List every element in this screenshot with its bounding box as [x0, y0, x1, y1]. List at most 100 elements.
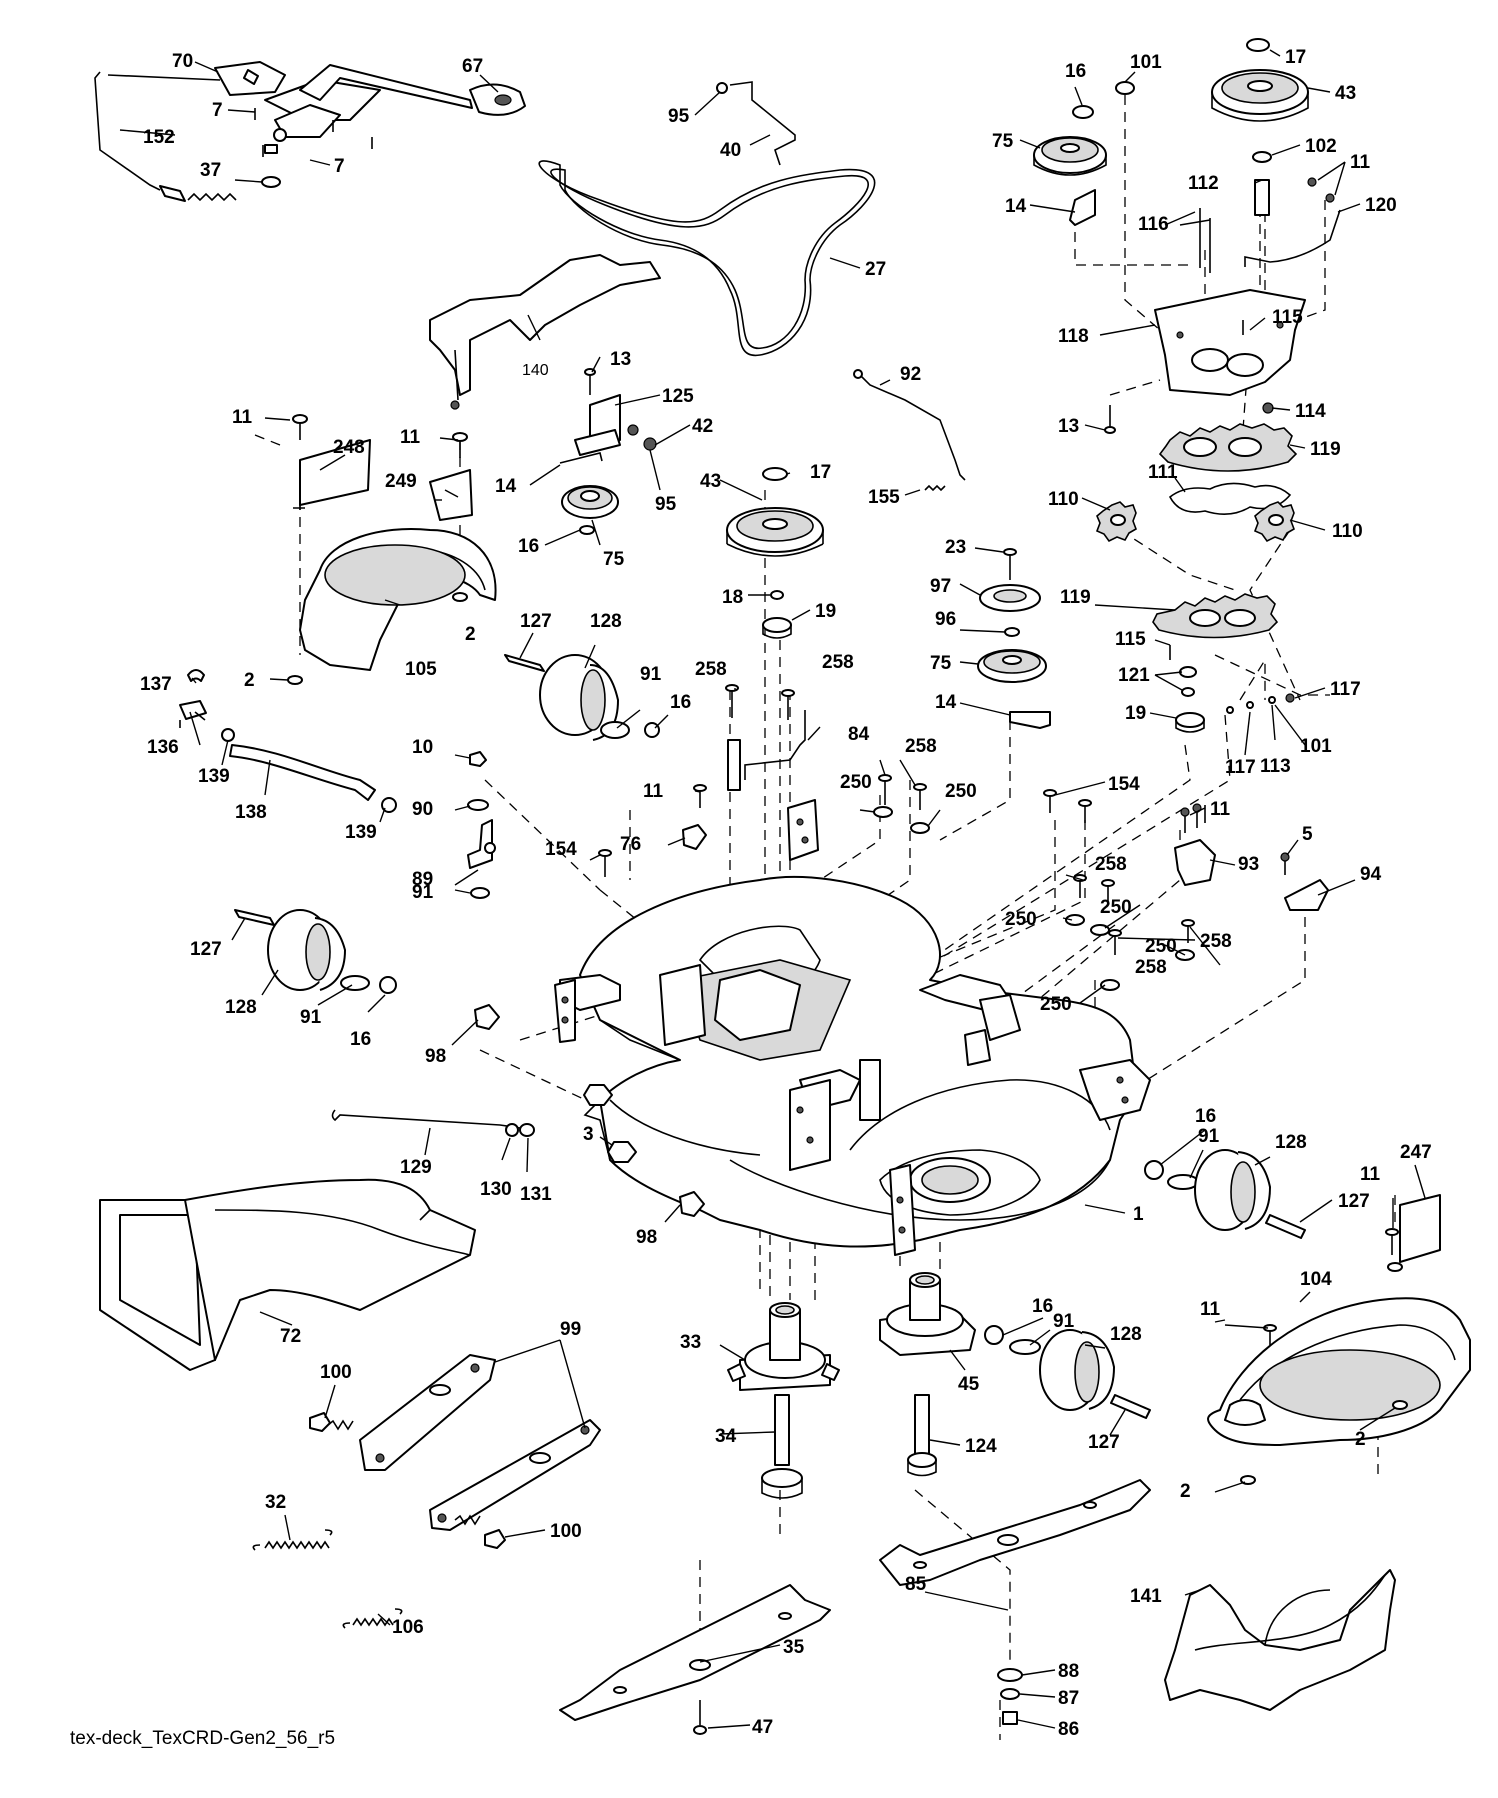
callout-7-b: 7 [334, 156, 345, 177]
callout-258-d: 258 [1095, 854, 1127, 875]
callout-91-a: 91 [640, 664, 662, 685]
callout-37: 37 [200, 160, 221, 181]
callout-99: 99 [560, 1319, 581, 1340]
callout-67: 67 [462, 56, 483, 77]
gearbox-plate-and-gears [1095, 289, 1306, 733]
callout-43-b: 43 [700, 471, 721, 492]
callout-250-d: 250 [1100, 897, 1132, 918]
callout-labels: 70 67 152 7 7 37 95 40 27 16 101 17 43 7… [140, 47, 1432, 1740]
gearbox-pulley-top-right [1033, 38, 1341, 273]
callout-140: 140 [522, 362, 549, 379]
callout-127-a: 127 [520, 611, 552, 632]
callout-2-b: 2 [244, 670, 255, 691]
callout-117-a: 117 [1330, 679, 1361, 700]
callout-119-a: 119 [1310, 439, 1341, 460]
callout-13-a: 13 [1058, 416, 1079, 437]
callout-101-b: 101 [1300, 736, 1332, 757]
callout-121: 121 [1118, 665, 1150, 686]
callout-258-c: 258 [905, 736, 937, 757]
callout-96: 96 [935, 609, 956, 630]
callout-13-b: 13 [610, 349, 631, 370]
callout-16-a: 16 [1065, 61, 1086, 82]
callout-125: 125 [662, 386, 694, 407]
callout-250-b: 250 [945, 781, 977, 802]
callout-89: 89 [412, 869, 433, 890]
callout-98-b: 98 [636, 1227, 657, 1248]
callout-139-a: 139 [198, 766, 230, 787]
callout-141: 141 [1130, 1586, 1162, 1607]
callout-7-a: 7 [212, 100, 223, 121]
deck-lift-linkage [94, 61, 526, 202]
callout-258-f: 258 [1135, 957, 1167, 978]
callout-33: 33 [680, 1332, 701, 1353]
callout-250-e: 250 [1145, 936, 1177, 957]
callout-19-b: 19 [815, 601, 836, 622]
callout-129: 129 [400, 1157, 432, 1178]
callout-76: 76 [620, 834, 641, 855]
callout-104: 104 [1300, 1269, 1332, 1290]
callout-84: 84 [848, 724, 870, 745]
callout-155: 155 [868, 487, 900, 508]
left-front-roller [234, 909, 397, 994]
center-pulley-stack [726, 467, 824, 639]
callout-11-e: 11 [1210, 799, 1231, 820]
callout-258-b: 258 [822, 652, 854, 673]
callout-16-c: 16 [670, 692, 691, 713]
callout-16-d: 16 [350, 1029, 371, 1050]
callout-11-g: 11 [1200, 1299, 1221, 1320]
callout-250-c: 250 [1005, 909, 1037, 930]
callout-11-c: 11 [400, 427, 421, 448]
callout-43-a: 43 [1335, 83, 1356, 104]
mower-deck-housing [554, 875, 1151, 1256]
discharge-chute [99, 1178, 476, 1371]
callout-119-b: 119 [1060, 587, 1091, 608]
callout-18: 18 [722, 587, 743, 608]
callout-102: 102 [1305, 136, 1337, 157]
callout-154-a: 154 [545, 839, 577, 860]
callout-42: 42 [692, 416, 713, 437]
callout-91-c: 91 [300, 1007, 322, 1028]
idler-assembly-center-left [559, 368, 657, 535]
blade-spindles [727, 1272, 976, 1499]
callout-11-d: 11 [643, 781, 664, 802]
callout-16-f: 16 [1032, 1296, 1053, 1317]
callout-120: 120 [1365, 195, 1397, 216]
drawing-reference-id: tex-deck_TexCRD-Gen2_56_r5 [70, 1728, 336, 1749]
callout-14-a: 14 [1005, 196, 1027, 217]
callout-111: 111 [1148, 462, 1178, 483]
mower-blades [559, 1479, 1151, 1735]
callout-23: 23 [945, 537, 966, 558]
callout-85: 85 [905, 1574, 927, 1595]
callout-93: 93 [1238, 854, 1259, 875]
callout-115-b: 115 [1115, 629, 1146, 650]
callout-152: 152 [143, 127, 175, 148]
callout-138: 138 [235, 802, 267, 823]
belt-shield [429, 254, 661, 410]
callout-11-f: 11 [1360, 1164, 1381, 1185]
callout-139-b: 139 [345, 822, 377, 843]
callout-17-a: 17 [1285, 47, 1306, 68]
callout-87: 87 [1058, 1688, 1079, 1709]
callout-14-b: 14 [495, 476, 517, 497]
callout-100-b: 100 [550, 1521, 582, 1542]
callout-75-b: 75 [603, 549, 625, 570]
callout-124: 124 [965, 1436, 997, 1457]
callout-249: 249 [385, 471, 417, 492]
callout-47: 47 [752, 1717, 773, 1738]
callout-258-a: 258 [695, 659, 727, 680]
callout-101-a: 101 [1130, 52, 1162, 73]
callout-112: 112 [1188, 173, 1219, 194]
left-hoses-and-rollers [179, 654, 660, 899]
callout-91-e: 91 [1053, 1311, 1075, 1332]
callout-118: 118 [1058, 326, 1089, 347]
callout-98-a: 98 [425, 1046, 446, 1067]
callout-3: 3 [583, 1124, 594, 1145]
drive-belt-and-rods [538, 81, 966, 492]
springs [252, 1529, 403, 1629]
callout-137: 137 [140, 674, 172, 695]
callout-11-a: 11 [1350, 152, 1371, 173]
callout-248: 248 [333, 437, 365, 458]
callout-97: 97 [930, 576, 951, 597]
